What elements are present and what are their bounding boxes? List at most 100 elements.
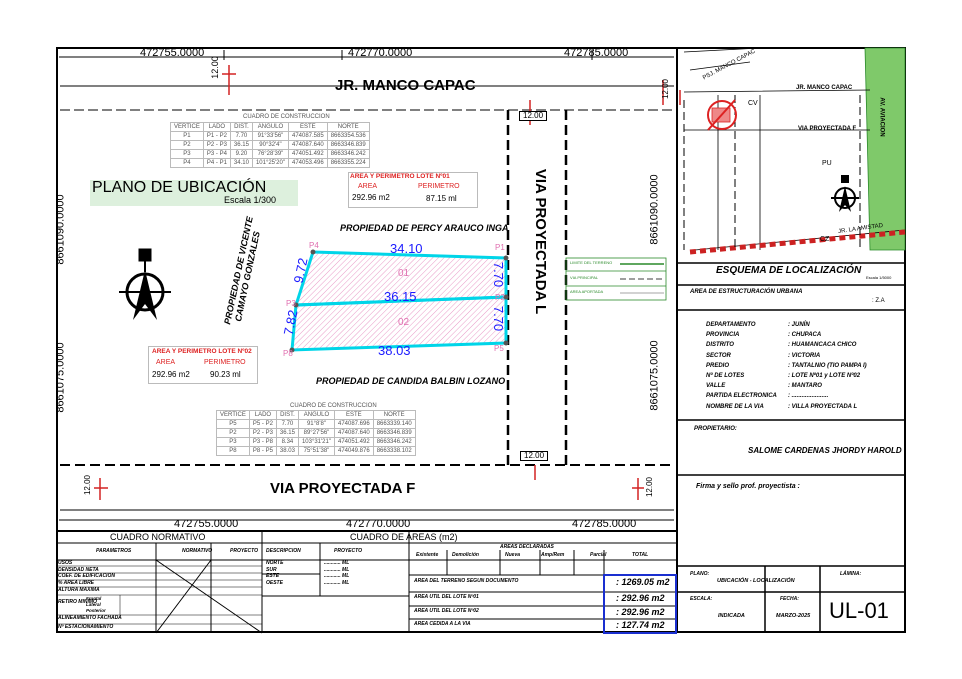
cell: P5 - P2	[248, 419, 277, 429]
area-row-label: AREA UTIL DEL LOTE Nº02	[414, 608, 479, 614]
cell: 8663346.242	[326, 149, 370, 159]
area-row-value: : 292.96 m2	[616, 593, 665, 603]
width-label: 12.00	[520, 451, 549, 461]
area-lote1-area-label: AREA	[358, 183, 378, 190]
cell: P2 - P3	[202, 140, 231, 150]
cell: P5	[216, 419, 250, 429]
header-cell: ANGULO	[297, 410, 335, 420]
desc-value: ............ ML	[324, 560, 350, 566]
info-key: PREDIO	[706, 362, 730, 369]
param-label: ALINEAMIENTO FACHADA	[58, 615, 122, 621]
header-cell: DIST.	[275, 410, 299, 420]
normativo-header: PROYECTO	[230, 548, 258, 554]
table1-title: CUADRO DE CONSTRUCCION	[243, 114, 330, 120]
coord-bottom-1: 472755.0000	[174, 518, 239, 530]
param-label: DENSIDAD NETA	[58, 566, 99, 573]
header-cell: VERTICE	[170, 122, 204, 132]
cell: 91°8'8"	[297, 419, 335, 429]
info-key: VALLE	[706, 383, 726, 390]
info-key: NOMBRE DE LA VIA	[706, 403, 764, 410]
desc-label: OESTE	[266, 579, 283, 586]
area-lote1-perim-label: PERIMETRO	[418, 183, 460, 190]
lot-polygons	[289, 249, 509, 353]
cell: P1	[170, 131, 204, 141]
dim-right-upper: 7.70	[491, 261, 507, 288]
info-value: : ......................	[788, 393, 829, 400]
cell: 474049.876	[333, 446, 374, 456]
info-key: DISTRITO	[706, 342, 734, 349]
cell: 36.15	[275, 428, 299, 438]
area-row-label: AREA DEL TERRENO SEGUN DOCUMENTO	[414, 578, 519, 584]
street-bottom: VIA PROYECTADA F	[270, 480, 416, 497]
table2-title: CUADRO DE CONSTRUCCION	[290, 403, 377, 409]
cell: P3	[216, 437, 250, 447]
header-cell: VERTICE	[216, 410, 250, 420]
area-row-value: : 1269.05 m2	[616, 577, 670, 587]
map-label-manco: JR. MANCO CAPAC	[796, 85, 853, 91]
cell: 76°28'39"	[251, 149, 289, 159]
coord-right-upper: 8661090.0000	[648, 174, 661, 245]
vertex-label: P5	[494, 344, 504, 353]
cell: P2	[216, 428, 250, 438]
areas-header: PROYECTO	[334, 548, 362, 554]
coord-left-lower: 8661075.0000	[54, 342, 67, 413]
areas-header: TOTAL	[632, 552, 649, 558]
lot1-label: 01	[398, 268, 410, 279]
desc-label: NORTE	[266, 560, 284, 566]
cell: 36.15	[229, 140, 253, 150]
cell: 8663355.224	[326, 158, 370, 168]
info-value: : VICTORIA	[788, 352, 821, 359]
retiro-sub: Posterior	[86, 608, 106, 613]
dim-middle: 36.15	[384, 289, 417, 304]
desc-value: ............ ML	[324, 573, 350, 579]
map-label-via-f: VIA PROYECTADA F	[798, 126, 857, 132]
cell: 474053.496	[287, 158, 328, 168]
info-value: : TANTALNIO (TIO PAMPA I)	[788, 362, 867, 369]
info-key: Nº DE LOTES	[706, 373, 745, 379]
header-cell: NORTE	[372, 410, 416, 420]
sheet-border	[56, 47, 906, 633]
desc-label: ESTE	[266, 573, 280, 579]
area-row-value: : 292.96 m2	[616, 607, 665, 617]
cell: 8663346.839	[372, 428, 416, 438]
location-map	[683, 47, 906, 255]
cell: 34.10	[229, 158, 253, 168]
header-cell: ESTE	[333, 410, 374, 420]
area-row-label: AREA UTIL DEL LOTE Nº01	[414, 594, 479, 600]
fecha-value: MARZO-2025	[776, 613, 811, 619]
header-cell: ANGULO	[251, 122, 289, 132]
param-label: USOS	[58, 560, 73, 566]
coord-bottom-2: 472770.0000	[346, 518, 411, 530]
header-cell: NORTE	[326, 122, 370, 132]
map-label-av-aviacion: AV. AVIACION	[878, 97, 885, 137]
header-cell: LADO	[248, 410, 277, 420]
lamina-label: LÁMINA:	[840, 571, 862, 577]
plan-scale: Escala 1/300	[224, 195, 277, 205]
lot2-label: 02	[398, 317, 410, 328]
location-title: ESQUEMA DE LOCALIZACIÓN	[716, 265, 862, 276]
info-key: PARTIDA ELECTRONICA	[706, 393, 777, 400]
retiro-sub: Lateral	[86, 602, 101, 607]
cell: 90°32'4"	[251, 140, 289, 150]
desc-label: SUR	[266, 566, 277, 573]
plano-label: PLANO:	[690, 571, 710, 577]
legend-item: AREA APORTADA	[570, 289, 604, 294]
areas-header: Amp/Rem	[541, 552, 565, 558]
lamina-value: UL-01	[829, 598, 889, 623]
cell: 91°33'56"	[251, 131, 289, 141]
width-label: 12.00	[209, 56, 220, 79]
neighbor-bottom: PROPIEDAD DE CANDIDA BALBIN LOZANO	[316, 376, 506, 386]
area-row-value: : 127.74 m2	[616, 620, 665, 630]
escala-value: INDICADA	[718, 613, 745, 619]
dim-right-lower: 7.70	[491, 305, 507, 332]
info-value: : MANTARO	[788, 383, 822, 390]
areas-header: Parcial	[590, 552, 607, 558]
header-cell: DIST.	[229, 122, 253, 132]
cell: 8663338.102	[372, 446, 416, 456]
